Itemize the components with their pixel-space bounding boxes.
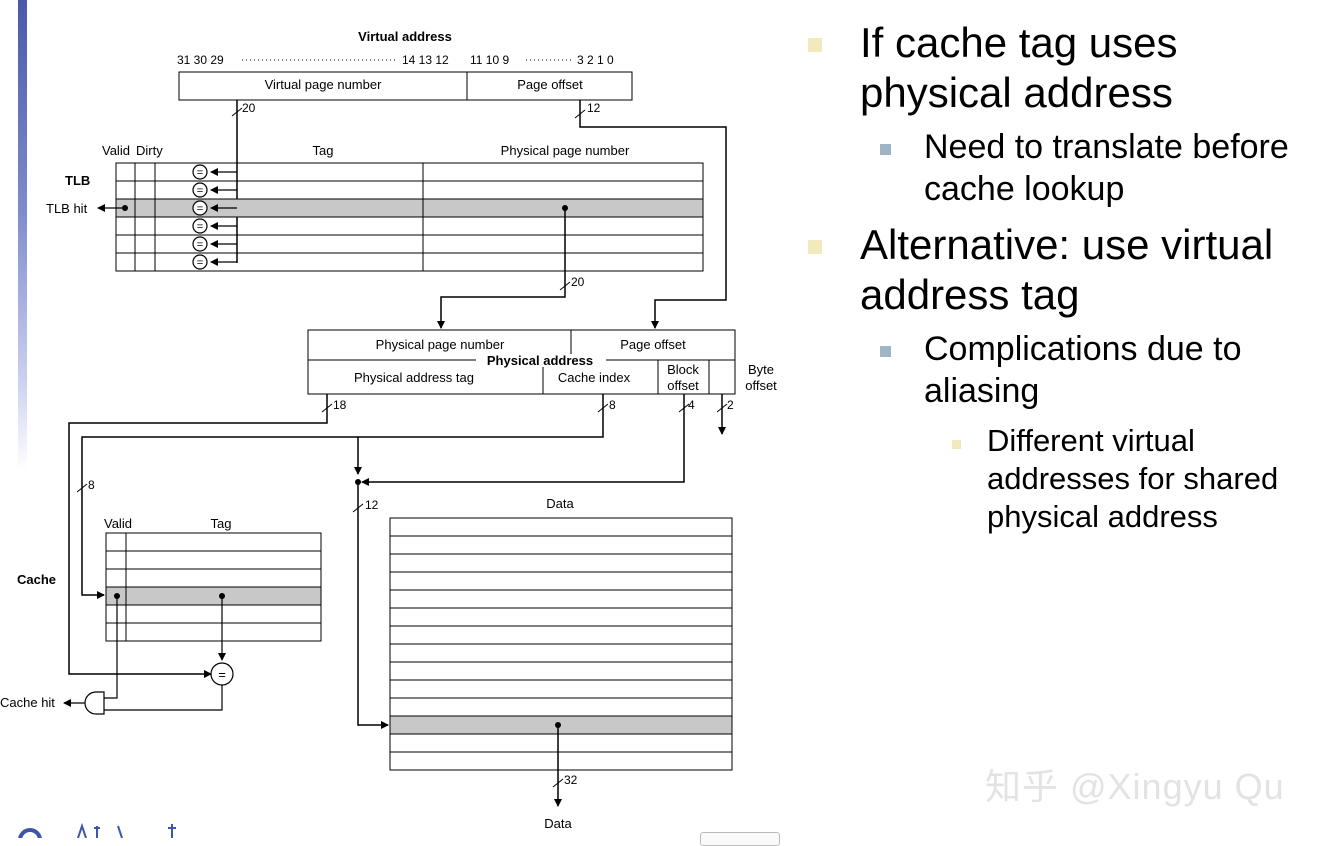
tlb-col-dirty: Dirty (136, 143, 163, 158)
block-offset-bus (361, 394, 685, 486)
tlb-col-valid: Valid (102, 143, 130, 158)
pa-field-block-2: offset (667, 378, 699, 393)
va-field-vpn: Virtual page number (265, 77, 383, 92)
tlb-compare-symbol-6: = (197, 257, 203, 269)
data-array-grid (389, 517, 733, 771)
tlb-compare-symbol-4: = (197, 221, 203, 233)
bullet-marker (808, 38, 822, 52)
cache-valid-wire (104, 596, 118, 699)
bullet-l2-translate: Need to translate before cache lookup (800, 126, 1330, 210)
virtual-address-title: Virtual address (358, 29, 452, 44)
pa-tag-bus (68, 394, 328, 678)
cache-index-slash (597, 403, 609, 413)
bullet-l2-translate-text: Need to translate before cache lookup (924, 128, 1289, 208)
va-field-box (178, 71, 633, 101)
bullet-l3-shared-address-text: Different virtual addresses for shared p… (987, 423, 1279, 534)
data-index-bus (357, 482, 389, 729)
bullet-l2-aliasing-text: Complications due to aliasing (924, 330, 1242, 410)
pa-field-tag: Physical address tag (354, 370, 474, 385)
bullet-marker (880, 144, 891, 155)
tlb-grid (115, 162, 704, 272)
data-index-slash (352, 503, 364, 513)
bullet-marker (880, 346, 891, 357)
data-array-title: Data (546, 496, 574, 511)
tlb-highlight-row (116, 199, 703, 217)
pa-tag-width: 18 (333, 398, 347, 412)
address-translation-diagram: Virtual address 31 30 29 14 13 12 11 10 … (0, 29, 777, 831)
block-offset-width: 4 (688, 398, 695, 412)
cache-highlight-row (106, 587, 321, 605)
tlb-compare-symbol-3: = (197, 203, 203, 215)
tlb-label: TLB (65, 173, 90, 188)
tlb-compare-symbol-2: = (197, 185, 203, 197)
and-gate (84, 691, 105, 715)
va-field-offset: Page offset (517, 77, 583, 92)
va-bits-mid-vpn: 14 13 12 (402, 53, 449, 67)
bullet-l1-virtual-tag: Alternative: use virtual address tag (800, 220, 1330, 320)
pa-field-offset: Page offset (620, 337, 686, 352)
pa-field-block-1: Block (667, 362, 699, 377)
cache-index-bus (81, 394, 604, 599)
cache-tag-grid (105, 532, 322, 642)
bullet-l1-physical-tag: If cache tag uses physical address (800, 18, 1330, 118)
pa-tag-slash (321, 403, 333, 413)
slide-accent-bar (18, 0, 27, 470)
tlb-hit-label: TLB hit (46, 201, 88, 216)
bullet-l2-aliasing: Complications due to aliasing (800, 328, 1330, 412)
page-offset-bus (579, 100, 727, 329)
bullet-l1-virtual-tag-text: Alternative: use virtual address tag (860, 221, 1274, 318)
tlb-comparators (192, 164, 237, 270)
va-bits-left: 31 30 29 (177, 53, 224, 67)
cache-label: Cache (17, 572, 56, 587)
tlb-col-tag: Tag (313, 143, 334, 158)
vpn-bus-slash (231, 107, 243, 117)
page-offset-bus-width: 12 (587, 101, 601, 115)
bullet-list: If cache tag uses physical address Need … (800, 18, 1330, 536)
tlb-col-ppn: Physical page number (501, 143, 630, 158)
tlb-compare-symbol-5: = (197, 239, 203, 251)
pa-field-byte-2: offset (745, 378, 777, 393)
university-logo-icon (18, 822, 176, 838)
cache-index-width: 8 (609, 398, 616, 412)
page-offset-bus-slash (574, 109, 586, 119)
cache-compare-out-wire (104, 685, 223, 711)
bullet-marker (952, 440, 961, 449)
pa-field-ppn: Physical page number (376, 337, 505, 352)
corner-widget (700, 832, 780, 846)
ppn-bus (437, 208, 566, 329)
bullet-marker (808, 240, 822, 254)
byte-offset-slash (716, 403, 728, 413)
vpn-bus-width: 20 (242, 101, 256, 115)
pa-field-byte-1: Byte (748, 362, 774, 377)
block-offset-slash (678, 403, 690, 413)
bullet-l1-physical-tag-text: If cache tag uses physical address (860, 19, 1178, 116)
va-bits-mid-offset: 11 10 9 (470, 53, 509, 67)
ppn-bus-width: 20 (571, 275, 585, 289)
pa-field-index: Cache index (558, 370, 631, 385)
byte-offset-width: 2 (727, 398, 734, 412)
pa-title: Physical address (487, 353, 593, 368)
va-bits-right: 3 2 1 0 (577, 53, 614, 67)
tlb-compare-symbol-1: = (197, 167, 203, 179)
cache-index-in-slash (76, 483, 88, 493)
pa-title-bg (476, 354, 606, 367)
cache-hit-label: Cache hit (0, 695, 55, 710)
data-index-width: 12 (365, 498, 379, 512)
bullet-l3-shared-address: Different virtual addresses for shared p… (800, 422, 1330, 536)
ppn-bus-slash (559, 281, 571, 291)
cache-col-valid: Valid (104, 516, 132, 531)
watermark: 知乎 @Xingyu Qu (985, 766, 1285, 807)
cache-compare-symbol: = (218, 667, 226, 682)
cache-col-tag: Tag (211, 516, 232, 531)
data-output-slash (552, 778, 564, 788)
data-output-label: Data (544, 816, 572, 831)
cache-index-in-width: 8 (88, 478, 95, 492)
data-output-width: 32 (564, 773, 578, 787)
